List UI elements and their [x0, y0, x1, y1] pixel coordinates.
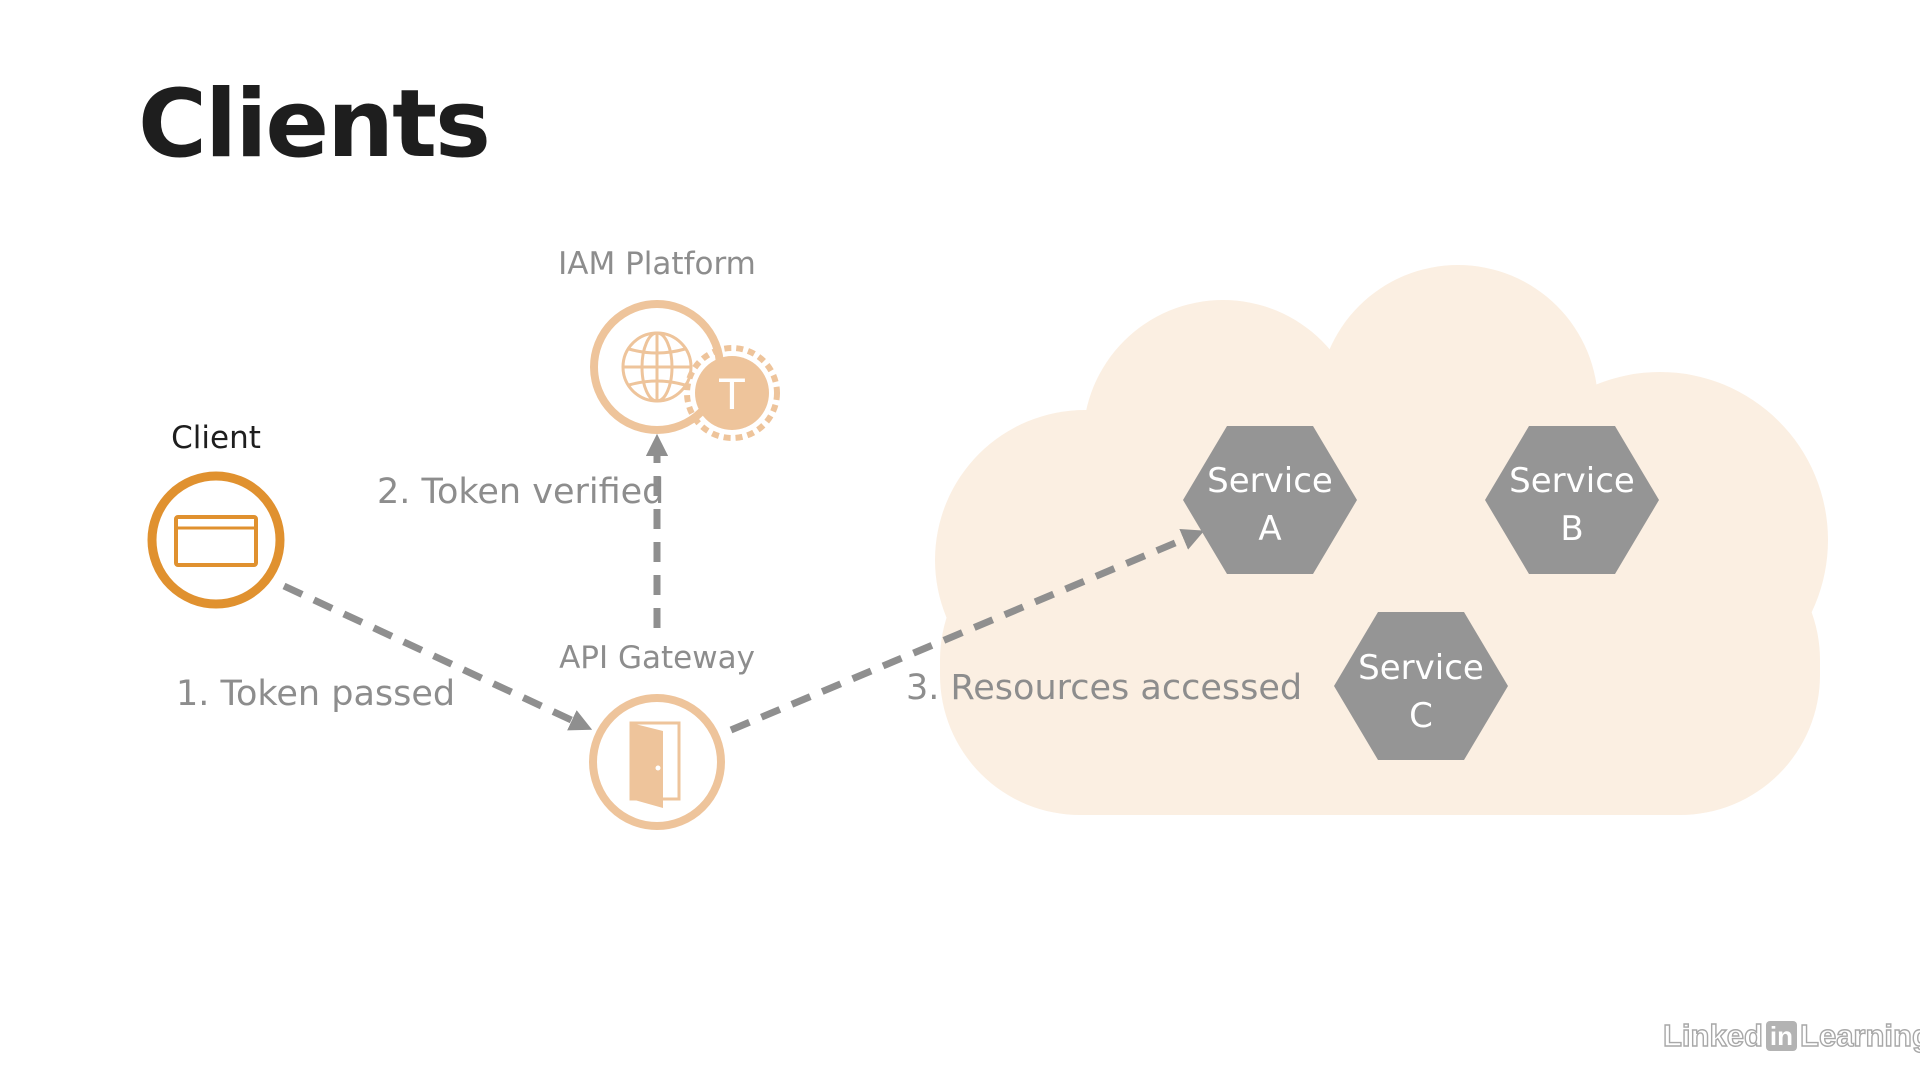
iam-platform-label: IAM Platform	[558, 246, 756, 282]
arrow-token-passed	[282, 582, 593, 731]
service-b-letter: B	[1560, 509, 1584, 549]
service-a-name: Service	[1207, 461, 1333, 501]
client-label: Client	[171, 420, 261, 456]
logo-learning-text: Learning	[1799, 1018, 1920, 1053]
service-a-letter: A	[1258, 509, 1282, 549]
api-gateway-node	[589, 694, 725, 830]
iam-platform-node: T	[590, 300, 780, 441]
service-c-hexagon	[1334, 612, 1508, 760]
client-node	[147, 471, 285, 609]
slide-title: Clients	[138, 70, 491, 179]
logo-in-badge: in	[1765, 1020, 1798, 1051]
service-c-name: Service	[1358, 648, 1484, 688]
browser-window-icon	[174, 515, 258, 567]
arrow-resources-accessed	[729, 529, 1205, 734]
api-gateway-label: API Gateway	[559, 640, 755, 676]
step-resources-accessed-label: 3. Resources accessed	[906, 668, 1303, 708]
globe-icon	[621, 331, 693, 403]
service-c-label: Service C	[1331, 644, 1511, 740]
linkedin-learning-logo: Linked in Learning	[1662, 1018, 1920, 1053]
service-b-label: Service B	[1482, 457, 1662, 553]
step-token-passed-label: 1. Token passed	[176, 674, 456, 714]
service-b-name: Service	[1509, 461, 1635, 501]
service-a-hexagon	[1183, 426, 1357, 574]
service-c-letter: C	[1409, 696, 1433, 736]
token-badge-icon: T	[684, 345, 780, 441]
door-icon	[629, 721, 681, 808]
logo-linked-text: Linked	[1662, 1018, 1763, 1053]
step-token-verified-label: 2. Token verified	[377, 472, 665, 512]
token-letter: T	[718, 370, 745, 419]
service-a-label: Service A	[1180, 457, 1360, 553]
service-b-hexagon	[1485, 426, 1659, 574]
